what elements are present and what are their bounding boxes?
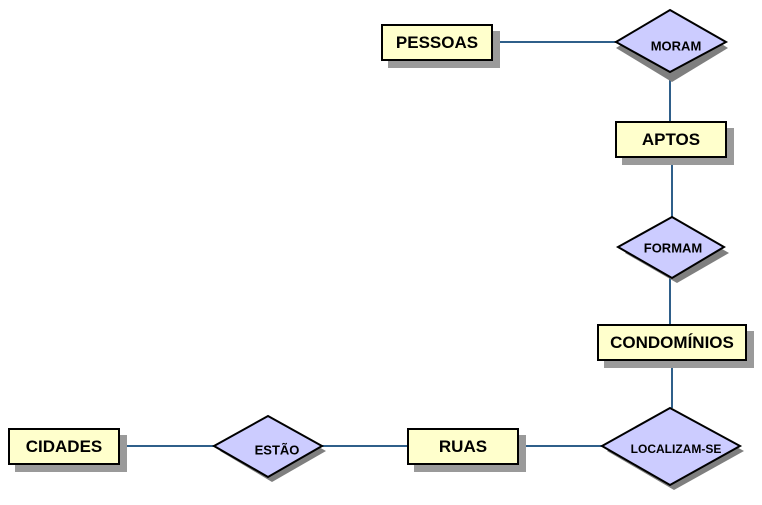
relationship-label-localizam-se: LOCALIZAM-SE bbox=[630, 442, 722, 456]
relationship-formam bbox=[615, 215, 729, 283]
relationship-label-estao: ESTÃO bbox=[254, 442, 300, 458]
entity-ruas: RUAS bbox=[407, 428, 519, 465]
entity-pessoas: PESSOAS bbox=[381, 24, 493, 61]
relationship-label-formam: FORMAM bbox=[643, 240, 703, 256]
entity-cidades: CIDADES bbox=[8, 428, 120, 465]
entity-aptos: APTOS bbox=[615, 121, 727, 158]
entity-condominios: CONDOMÍNIOS bbox=[597, 324, 747, 361]
relationship-label-moram: MORAM bbox=[650, 38, 702, 54]
relationship-moram bbox=[613, 8, 729, 82]
relationship-localizam-se bbox=[599, 406, 744, 490]
relationship-estao bbox=[211, 414, 326, 482]
